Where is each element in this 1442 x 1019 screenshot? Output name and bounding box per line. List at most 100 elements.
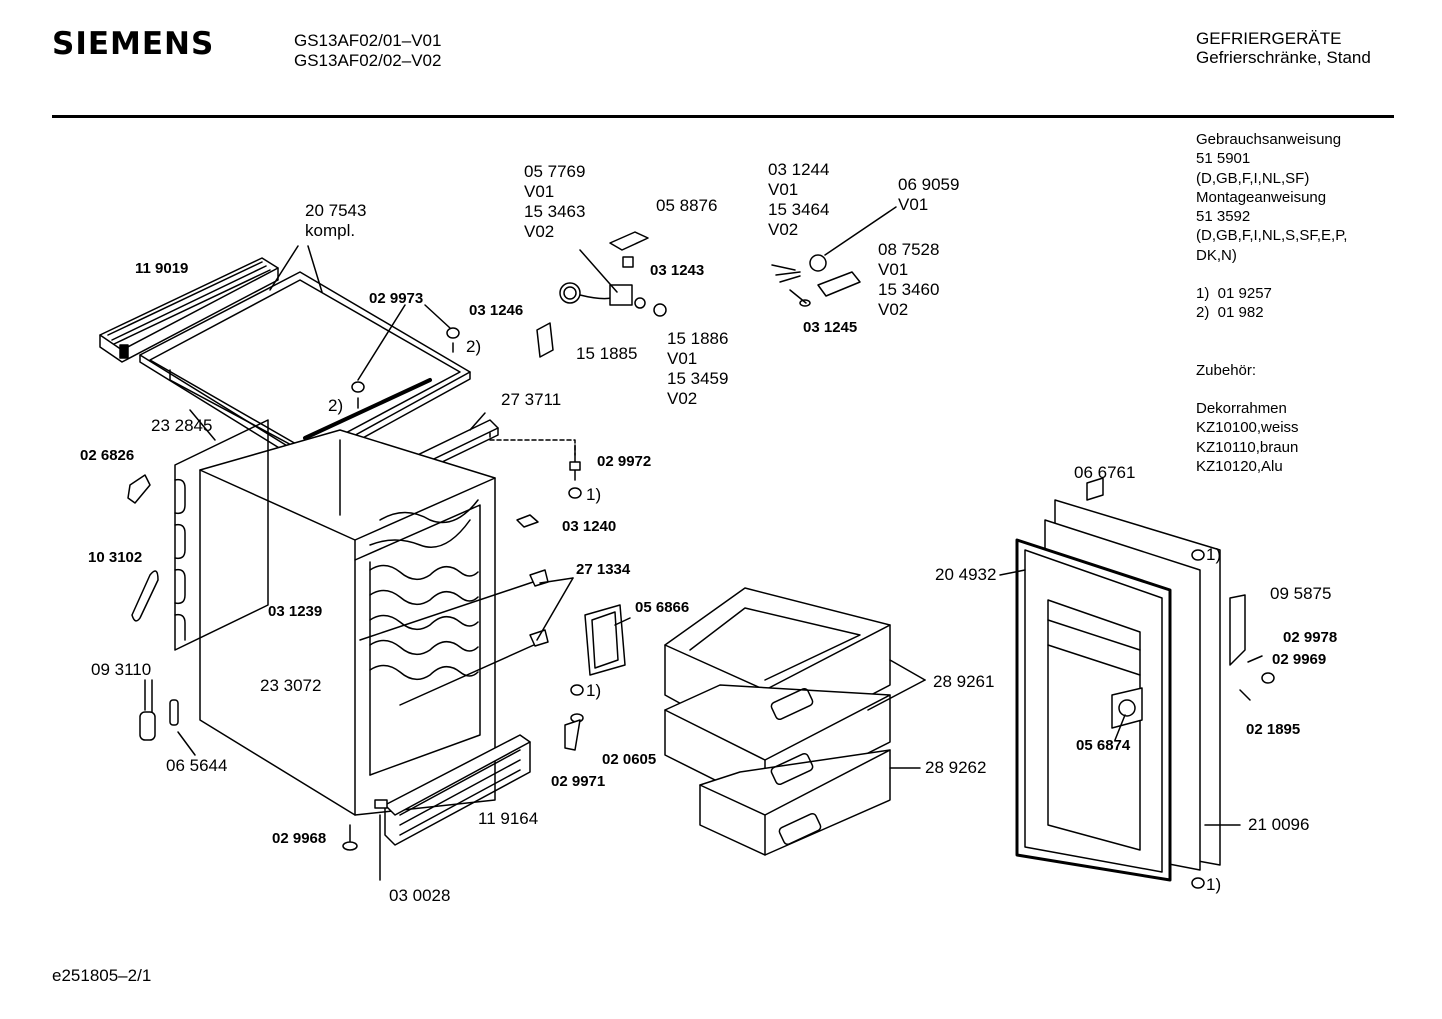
part-label-029971: 02 9971	[551, 772, 605, 792]
part-label-line: 23 2845	[151, 416, 213, 435]
lamp-group	[771, 254, 861, 307]
cabinet-body	[199, 429, 496, 816]
part-label-line: 21 0096	[1248, 815, 1310, 834]
part-label-line: 02 9978	[1283, 629, 1338, 646]
part-label-020605: 02 0605	[602, 750, 656, 770]
info-line: (D,GB,F,I,NL,SF)	[1196, 169, 1310, 187]
leader-line	[177, 731, 196, 756]
part-label-line: 03 1243	[650, 262, 705, 279]
part-label-line: 20 4932	[935, 565, 997, 584]
leader-line	[999, 569, 1026, 576]
door-panel	[1015, 477, 1221, 882]
part-label-031246: 03 1246	[469, 301, 523, 321]
info-line: DK,N)	[1196, 246, 1237, 264]
part-label-line: 02 9972	[597, 453, 652, 470]
part-label-119164: 11 9164	[478, 809, 538, 829]
part-label-line: 05 6874	[1076, 737, 1131, 754]
top-grille	[99, 257, 279, 363]
part-label-line: 08 7528	[878, 240, 940, 259]
hinge-095875	[1229, 594, 1246, 666]
part-label-1d: 1)	[1206, 875, 1221, 895]
clip-026826	[127, 474, 151, 504]
leader-line	[269, 245, 299, 291]
sleeve-065644	[169, 699, 179, 726]
part-label-line: 06 5644	[166, 756, 228, 775]
part-label-line: 28 9262	[925, 758, 987, 777]
part-label-line: 05 6866	[635, 599, 690, 616]
part-label-line: 23 3072	[260, 676, 322, 695]
part-label-029972: 02 9972	[597, 452, 651, 472]
leader-line	[579, 249, 618, 293]
part-label-line: 27 1334	[576, 561, 631, 578]
part-label-line: V01	[768, 180, 799, 199]
leader-line	[189, 409, 216, 441]
part-label-line: 15 3459	[667, 369, 729, 388]
part-label-line: 15 1886	[667, 329, 729, 348]
drawer-handles	[770, 687, 822, 846]
screws-center	[516, 444, 584, 751]
dashed-leader	[489, 432, 576, 456]
part-label-line: 15 3460	[878, 280, 940, 299]
part-label-line: 20 7543	[305, 201, 367, 220]
part-label-line: 1)	[1206, 875, 1222, 894]
screw-029968	[342, 824, 358, 851]
model-number: GS13AF02/01–V01	[294, 31, 442, 50]
part-label-line: 1)	[586, 681, 602, 700]
part-label-210096: 21 0096	[1248, 815, 1309, 835]
document-info-block: Gebrauchsanweisung 51 5901(D,GB,F,I,NL,SF…	[1196, 130, 1347, 476]
screws-door	[1191, 549, 1275, 889]
leader-line	[889, 659, 926, 681]
part-label-line: V02	[768, 220, 799, 239]
sensor-093110	[139, 679, 156, 741]
part-label-line: V02	[667, 389, 698, 408]
part-label-065644: 06 5644	[166, 756, 227, 776]
leader-line	[824, 206, 897, 256]
part-label-1a: 1)	[586, 485, 601, 505]
part-label-line: 02 1895	[1246, 721, 1301, 738]
part-label-021895: 02 1895	[1246, 720, 1300, 740]
part-label-151885: 15 1885	[576, 344, 637, 364]
part-label-line: 05 8876	[656, 196, 718, 215]
part-label-058876: 05 8876	[656, 196, 717, 216]
part-label-095875: 09 5875	[1270, 584, 1331, 604]
part-label-line: 1)	[1206, 545, 1222, 564]
info-line: Gebrauchsanweisung	[1196, 131, 1342, 148]
part-label-line: V01	[667, 349, 698, 368]
part-label-line: 02 9971	[551, 773, 606, 790]
part-label-031245: 03 1245	[803, 318, 857, 338]
part-label-line: 02 9969	[1272, 651, 1327, 668]
part-label-line: 03 1244	[768, 160, 830, 179]
part-label-204932: 20 4932	[935, 565, 996, 585]
info-line: 51 5901	[1196, 150, 1251, 168]
info-line: 1) 01 9257	[1196, 285, 1272, 303]
part-label-2b: 2)	[328, 396, 343, 416]
part-label-031243: 03 1243	[650, 261, 704, 281]
drawer-top	[664, 587, 891, 751]
header-rule	[52, 115, 1394, 118]
part-label-line: V02	[524, 222, 555, 241]
part-label-026826: 02 6826	[80, 446, 134, 466]
part-label-273711: 27 3711	[501, 390, 561, 410]
info-line: KZ10110,braun	[1196, 438, 1299, 456]
leader-line	[357, 304, 406, 381]
part-label-line: 03 1240	[562, 518, 617, 535]
part-label-056866: 05 6866	[635, 598, 689, 618]
info-line: 2) 01 982	[1196, 304, 1264, 322]
model-numbers: GS13AF02/01–V01 GS13AF02/02–V02	[294, 31, 441, 71]
document-code: e251805–2/1	[52, 966, 152, 985]
part-label-line: 1)	[586, 485, 602, 504]
part-label-289262: 28 9262	[925, 758, 986, 778]
part-label-029969: 02 9969	[1272, 650, 1326, 670]
part-label-line: 11 9019	[135, 260, 189, 277]
part-label-line: V01	[524, 182, 555, 201]
part-label-271334: 27 1334	[576, 560, 630, 580]
part-label-line: 15 3463	[524, 202, 586, 221]
part-label-1b: 1)	[586, 681, 601, 701]
part-label-066761: 06 6761	[1074, 463, 1135, 483]
leader-line	[536, 577, 574, 641]
bracket-031246	[536, 322, 554, 358]
leader-line	[424, 304, 451, 329]
part-label-line: 02 9973	[369, 290, 424, 307]
